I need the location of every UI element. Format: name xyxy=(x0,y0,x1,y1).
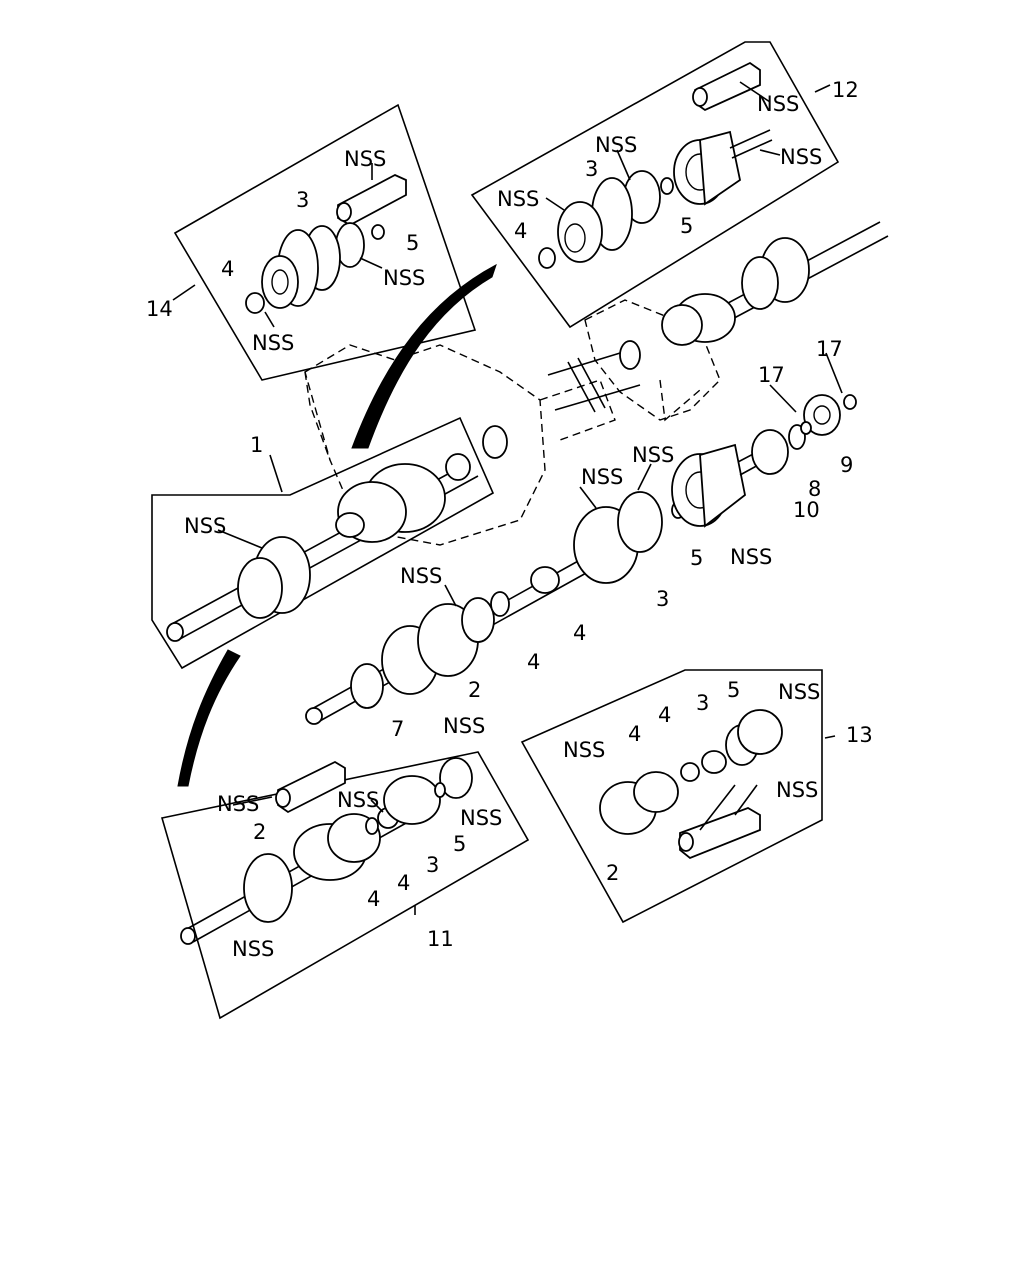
label-12: 12 xyxy=(832,78,859,102)
label-4-g12: 4 xyxy=(514,219,527,243)
label-5-g12: 5 xyxy=(680,214,693,238)
nss-g11-right: NSS xyxy=(460,806,502,830)
label-2-g13: 2 xyxy=(606,861,619,885)
label-17-top: 17 xyxy=(816,337,843,361)
right-upper-shaft xyxy=(661,221,889,346)
label-13: 13 xyxy=(846,723,873,747)
label-14: 14 xyxy=(146,297,173,321)
label-3-g12: 3 xyxy=(585,157,598,181)
leader-lines xyxy=(172,81,843,915)
group-11-parts xyxy=(180,757,473,945)
nss-g11-left: NSS xyxy=(217,792,259,816)
nss-center-bottom: NSS xyxy=(443,714,485,738)
label-3-g14: 3 xyxy=(296,188,309,212)
nss-g12-shaft: NSS xyxy=(780,145,822,169)
label-3-center: 3 xyxy=(656,587,669,611)
label-11: 11 xyxy=(427,927,454,951)
nss-center-boot: NSS xyxy=(581,465,623,489)
label-5-g13: 5 xyxy=(727,678,740,702)
label-4-g13-left: 4 xyxy=(628,722,641,746)
label-10: 10 xyxy=(793,498,820,522)
label-1: 1 xyxy=(250,433,263,457)
box-group-14 xyxy=(173,103,477,381)
box-group-13 xyxy=(520,669,823,924)
label-3-g13: 3 xyxy=(696,691,709,715)
nss-g12-left: NSS xyxy=(497,187,539,211)
label-8: 8 xyxy=(808,477,821,501)
label-4-g13-top: 4 xyxy=(658,703,671,727)
nss-g12-top: NSS xyxy=(757,92,799,116)
label-2-g11: 2 xyxy=(253,820,266,844)
label-3-g11: 3 xyxy=(426,853,439,877)
curved-arrow-lower xyxy=(177,649,241,787)
label-4-center-right: 4 xyxy=(573,621,586,645)
nss-center-top: NSS xyxy=(632,443,674,467)
label-5-center: 5 xyxy=(690,546,703,570)
label-4-g11-right: 4 xyxy=(397,871,410,895)
nss-g14-bottom: NSS xyxy=(252,331,294,355)
box-group-11 xyxy=(160,751,530,1020)
curved-arrow-upper xyxy=(351,263,497,449)
group-1-parts xyxy=(166,453,479,642)
group-12-parts xyxy=(538,61,773,269)
group-14-parts xyxy=(245,173,407,314)
nss-g13-left: NSS xyxy=(563,738,605,762)
nss-center-left: NSS xyxy=(400,564,442,588)
nss-g13-right: NSS xyxy=(776,778,818,802)
label-4-center-left: 4 xyxy=(527,650,540,674)
label-4-g11-left: 4 xyxy=(367,887,380,911)
nss-center-housing: NSS xyxy=(730,545,772,569)
callout-labels: 1 14 12 13 11 3 5 4 NSS NSS NSS NSS NSS … xyxy=(146,78,873,961)
label-4-g14: 4 xyxy=(221,257,234,281)
group-13-parts xyxy=(599,709,783,860)
label-9: 9 xyxy=(840,453,853,477)
label-2-center: 2 xyxy=(468,678,481,702)
nss-g12-mid: NSS xyxy=(595,133,637,157)
nss-g14-top: NSS xyxy=(344,147,386,171)
label-5-g14: 5 xyxy=(406,231,419,255)
nss-g1: NSS xyxy=(184,514,226,538)
label-5-g11: 5 xyxy=(453,832,466,856)
box-group-12 xyxy=(470,41,840,329)
box-group-1 xyxy=(151,416,495,670)
label-7: 7 xyxy=(391,717,404,741)
nss-g13-top: NSS xyxy=(778,680,820,704)
label-17-mid: 17 xyxy=(758,363,785,387)
nss-g11-top: NSS xyxy=(337,788,379,812)
center-shaft-parts xyxy=(305,394,857,725)
nss-g14-right: NSS xyxy=(383,266,425,290)
nss-g11-bottom: NSS xyxy=(232,937,274,961)
